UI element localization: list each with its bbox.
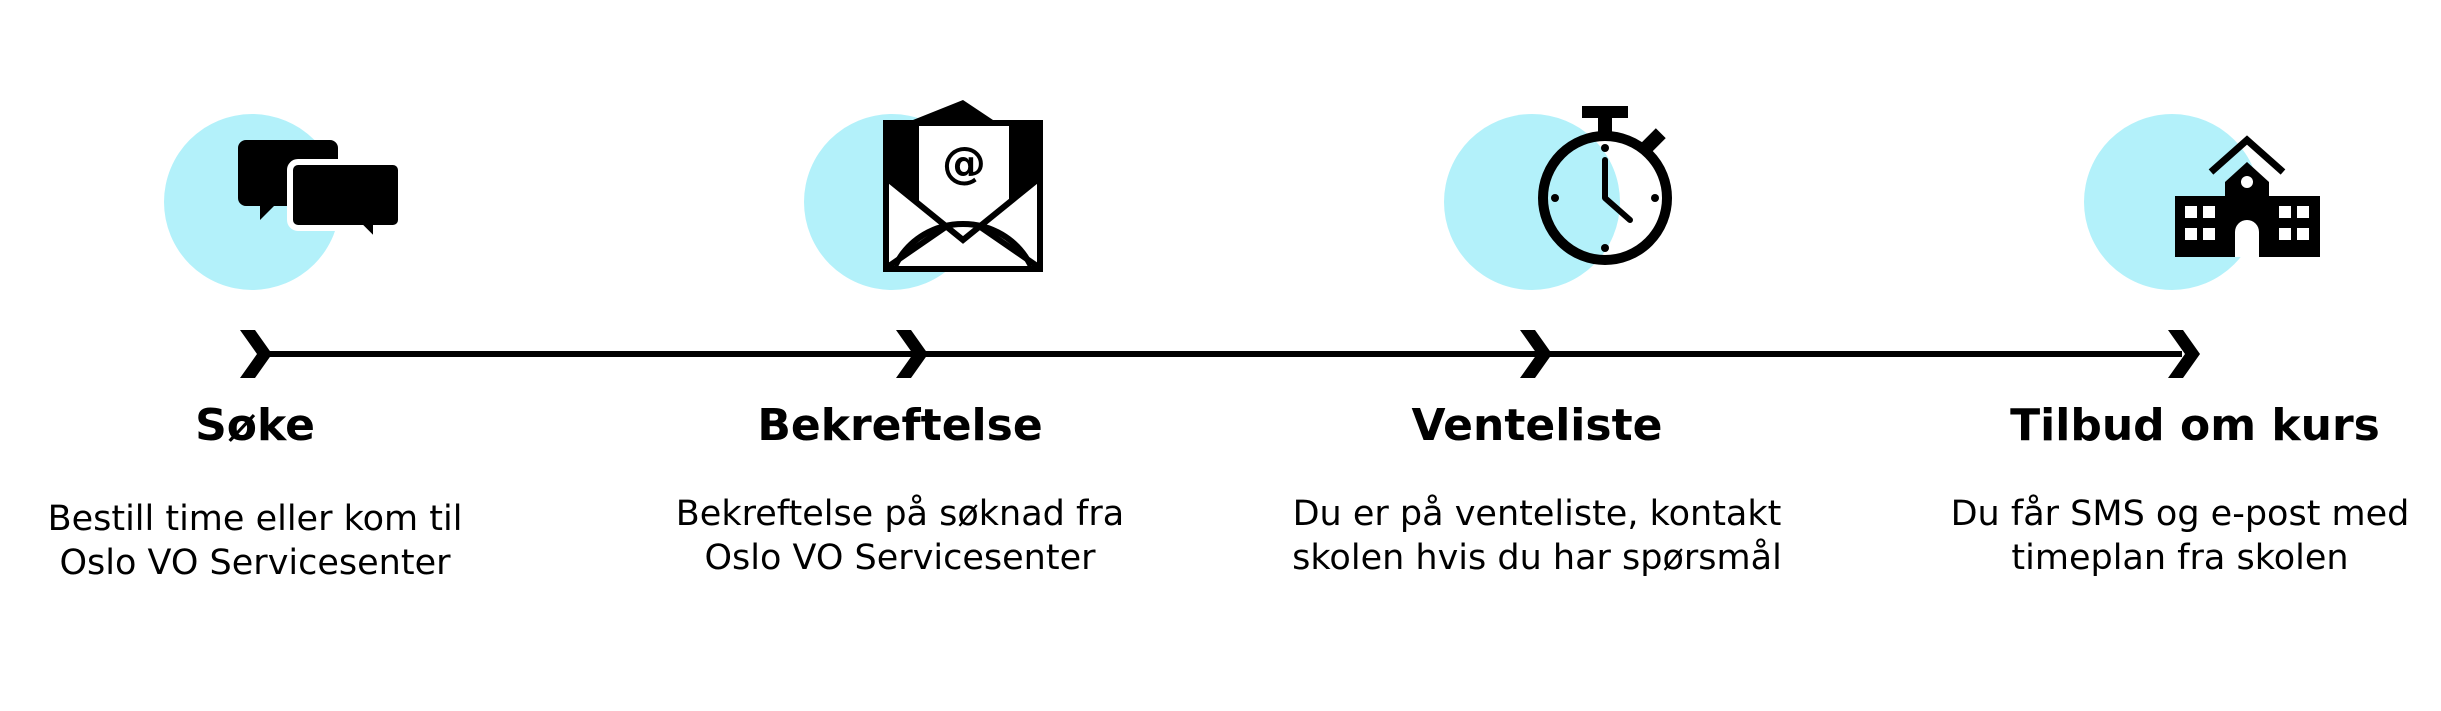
step-4-description: Du får SMS og e-post med timeplan fra sk… xyxy=(1930,492,2430,580)
timeline-chevron-1 xyxy=(240,330,272,378)
step-1-description-line-1: Bestill time eller kom til xyxy=(47,499,463,539)
chat-bubbles-icon xyxy=(238,140,404,250)
step-1-description-line-2: Oslo VO Servicesenter xyxy=(59,543,451,583)
step-3-description: Du er på venteliste, kontakt skolen hvis… xyxy=(1267,492,1807,580)
step-3-title: Venteliste xyxy=(1411,400,1663,451)
step-2-description-line-1: Bekreftelse på søknad fra xyxy=(675,494,1125,534)
step-2-title: Bekreftelse xyxy=(757,400,1043,451)
step-4-description-line-2: timeplan fra skolen xyxy=(2011,538,2349,578)
step-4-description-line-1: Du får SMS og e-post med xyxy=(1950,494,2410,534)
open-envelope-email-icon: @ xyxy=(883,100,1043,272)
step-1-title: Søke xyxy=(195,400,315,451)
timeline-chevron-4 xyxy=(2168,330,2200,378)
step-3-description-line-1: Du er på venteliste, kontakt xyxy=(1292,494,1782,534)
step-2-description-line-2: Oslo VO Servicesenter xyxy=(704,538,1096,578)
step-2-description: Bekreftelse på søknad fra Oslo VO Servic… xyxy=(645,492,1155,580)
step-3-description-line-2: skolen hvis du har spørsmål xyxy=(1292,538,1782,578)
step-4-title: Tilbud om kurs xyxy=(2010,400,2380,451)
timeline-chevron-2 xyxy=(896,330,928,378)
step-1-description: Bestill time eller kom til Oslo VO Servi… xyxy=(10,497,500,585)
school-building-icon xyxy=(2175,135,2320,257)
stopwatch-icon xyxy=(1538,106,1672,265)
svg-text:@: @ xyxy=(942,138,986,189)
timeline-chevron-3 xyxy=(1520,330,1552,378)
